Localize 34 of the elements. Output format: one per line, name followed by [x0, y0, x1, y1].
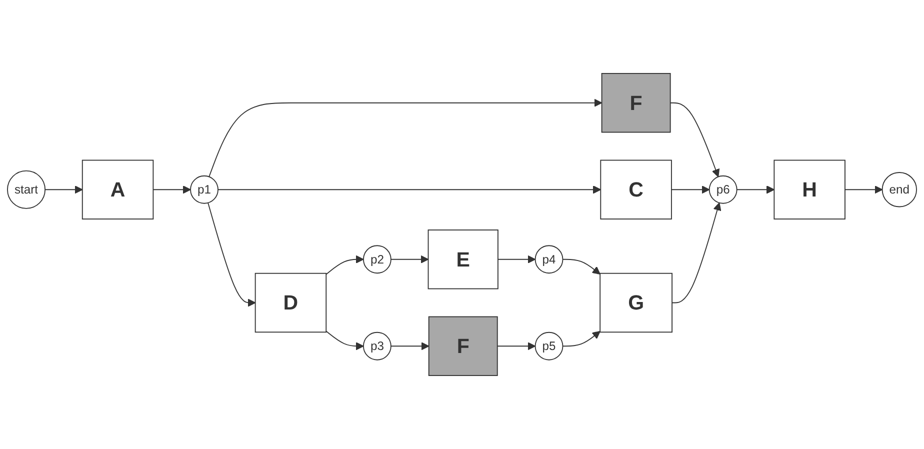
node-circle: p2 — [362, 245, 392, 274]
node-circle: p4 — [534, 245, 564, 274]
node-circle: p6 — [708, 175, 738, 204]
node-box: C — [600, 160, 672, 220]
arrow — [736, 186, 775, 194]
arrow — [326, 255, 364, 275]
arrow — [152, 186, 191, 194]
node-box: E — [428, 230, 498, 290]
arrow — [670, 186, 710, 194]
arrow — [390, 342, 430, 350]
arrow — [496, 342, 536, 350]
arrow — [844, 186, 883, 194]
node-circle: p1 — [190, 175, 218, 204]
arrow — [44, 186, 83, 194]
node-box: H — [774, 160, 846, 220]
node-circle: p5 — [534, 332, 564, 360]
node-circle: start — [7, 170, 46, 209]
arrow — [562, 330, 600, 347]
arrow — [670, 102, 720, 178]
arrow — [208, 202, 256, 307]
node-circle: end — [882, 172, 917, 208]
arrow — [326, 330, 364, 350]
arrow — [672, 202, 722, 304]
arrow — [218, 186, 602, 194]
arrow — [497, 255, 536, 264]
node-box: D — [254, 272, 327, 333]
arrow — [562, 258, 600, 275]
node-box: A — [82, 160, 154, 220]
node-box: G — [600, 272, 672, 333]
arrow — [390, 255, 429, 264]
node-box: F — [428, 316, 498, 376]
arrow — [208, 98, 602, 178]
node-circle: p3 — [362, 332, 392, 360]
node-box: F — [601, 73, 671, 133]
